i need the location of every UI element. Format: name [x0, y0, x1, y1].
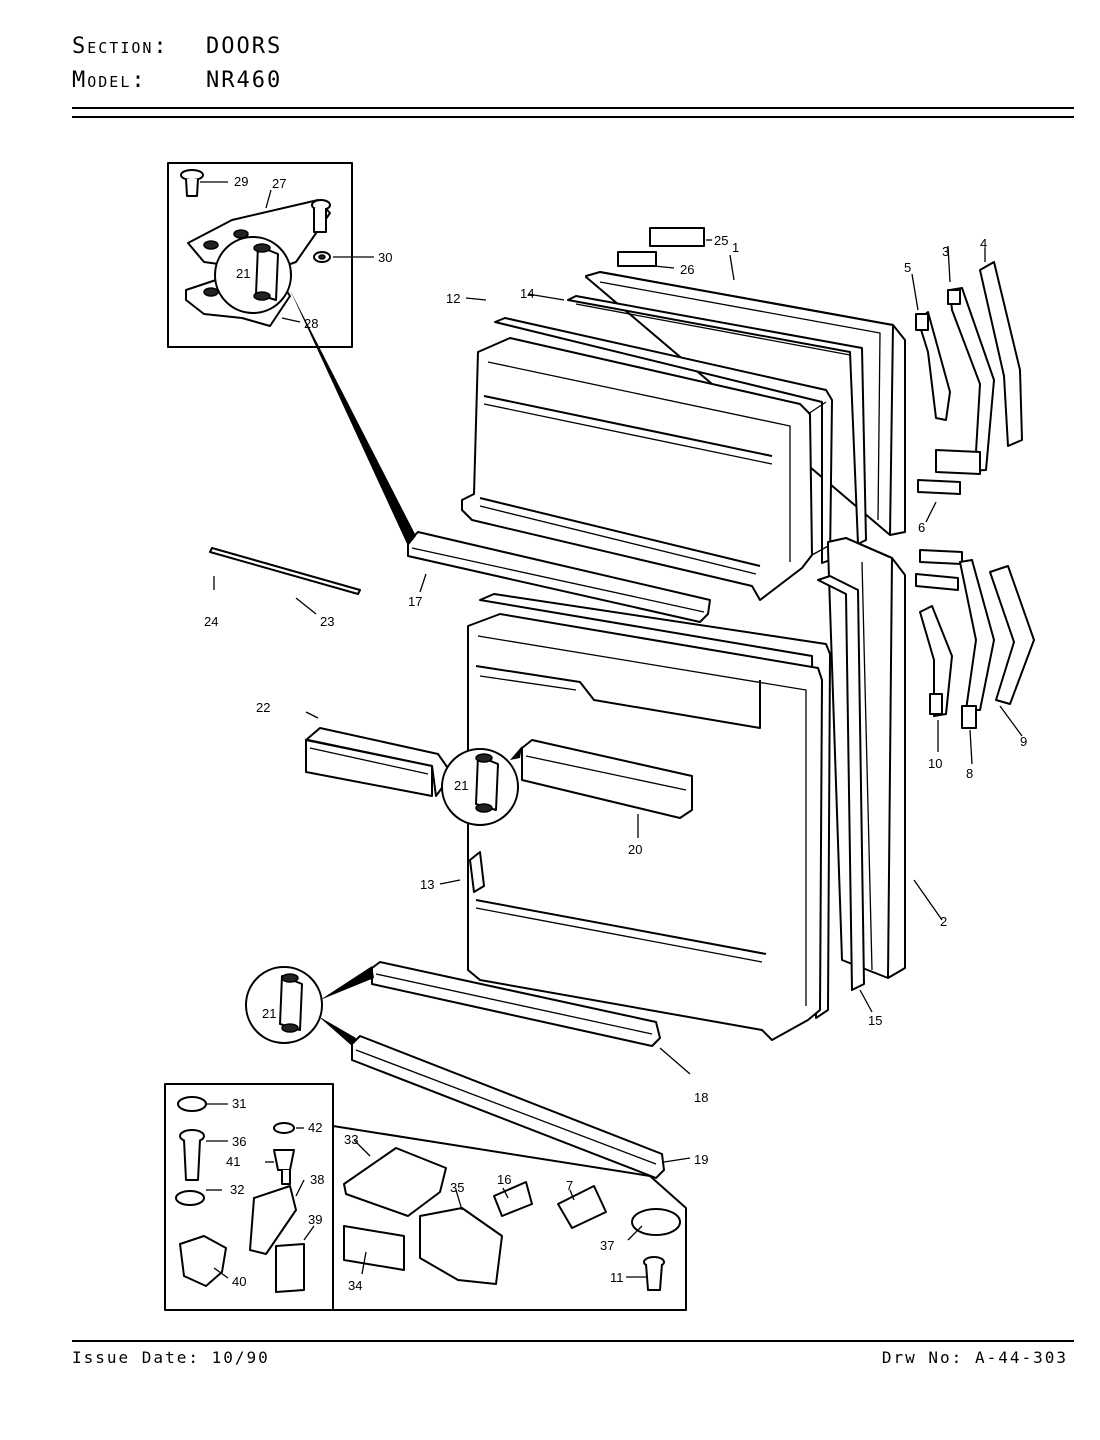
callout-29: 29	[234, 174, 248, 189]
screw-part-29	[180, 169, 204, 197]
plate-part-34	[343, 1225, 405, 1271]
screw-part-11	[643, 1256, 665, 1291]
callout-18: 18	[694, 1090, 708, 1105]
callout-24: 24	[204, 614, 218, 629]
freezer-door-liner-part-12	[461, 317, 833, 601]
fresh-food-door-outer-part-2	[827, 537, 906, 979]
callout-33: 33	[344, 1132, 358, 1147]
butter-compartment-part-22	[305, 727, 453, 797]
callout-10: 10	[928, 756, 942, 771]
cap-part-37	[631, 1208, 681, 1236]
callout-42: 42	[308, 1120, 322, 1135]
clip-part-16	[493, 1181, 533, 1217]
callout-4: 4	[980, 236, 987, 251]
callout-11: 11	[610, 1270, 624, 1285]
callout-13: 13	[420, 877, 434, 892]
callout-2: 2	[940, 914, 947, 929]
issue-date: Issue Date: 10/90	[72, 1348, 270, 1367]
leader-lines	[206, 239, 1023, 1279]
shelf-retainer-detail-lower	[245, 966, 374, 1046]
callout-8: 8	[966, 766, 973, 781]
callout-37: 37	[600, 1238, 614, 1253]
callout-12: 12	[446, 291, 460, 306]
shelf-rail-part-19	[351, 1035, 665, 1179]
shelf-retainer-detail-middle	[441, 746, 522, 826]
callouts: 1 2 3 4 5 6 7 8 9 10 11 12 13 14 15 16 1…	[204, 174, 1027, 1293]
callout-5: 5	[904, 260, 911, 275]
callout-1: 1	[732, 240, 739, 255]
handle-parts-8-9-10	[919, 559, 1035, 729]
callout-22: 22	[256, 700, 270, 715]
handle-parts-3-4-5	[915, 261, 1023, 473]
callout-15: 15	[868, 1013, 882, 1028]
callout-26: 26	[680, 262, 694, 277]
callout-38: 38	[310, 1172, 324, 1187]
hinge-pin-part-36	[179, 1129, 205, 1181]
washer-part-30	[313, 251, 331, 263]
hinge-plate-part-39	[275, 1243, 305, 1293]
door-shelf-part-20	[521, 739, 693, 819]
model-label: Model:	[72, 68, 147, 93]
callout-36: 36	[232, 1134, 246, 1149]
hinge-part-38	[249, 1185, 297, 1255]
shim-part-40	[179, 1235, 227, 1287]
callout-27: 27	[272, 176, 286, 191]
callout-20: 20	[628, 842, 642, 857]
section-label: Section:	[72, 34, 169, 59]
model-value: NR460	[206, 68, 283, 93]
lower-parts-inset	[332, 1125, 687, 1311]
shelf-rail-part-17	[407, 531, 711, 623]
callout-19: 19	[694, 1152, 708, 1167]
callout-41: 41	[226, 1154, 240, 1169]
hinge-bracket-part-35	[419, 1207, 503, 1285]
callout-25: 25	[714, 233, 728, 248]
badge-part-26	[617, 251, 657, 267]
callout-23: 23	[320, 614, 334, 629]
callout-17: 17	[408, 594, 422, 609]
washer-part-31	[177, 1096, 207, 1112]
drawing-number: Drw No: A-44-303	[881, 1348, 1068, 1367]
fresh-food-gasket-part-15	[817, 575, 865, 991]
callout-6: 6	[918, 520, 925, 535]
section-value: DOORS	[206, 34, 283, 59]
header-rule-top	[72, 107, 1074, 109]
callout-7: 7	[566, 1178, 573, 1193]
callout-39: 39	[308, 1212, 322, 1227]
callout-32: 32	[230, 1182, 244, 1197]
callout-28: 28	[304, 316, 318, 331]
model-line: Model: NR460	[72, 68, 280, 93]
callout-21-middle: 21	[454, 778, 468, 793]
freezer-gasket-part-14	[567, 295, 867, 545]
clip-part-7	[557, 1185, 607, 1229]
callout-9: 9	[1020, 734, 1027, 749]
washer-part-32	[175, 1190, 205, 1206]
callout-30: 30	[378, 250, 392, 265]
bracket-part-6	[915, 449, 981, 591]
hinge-pin-part-41-42	[273, 1122, 295, 1185]
header-rule-bottom	[72, 116, 1074, 118]
callout-34: 34	[348, 1278, 362, 1293]
section-line: Section: DOORS	[72, 34, 280, 59]
trim-strip-part-23	[209, 547, 361, 595]
callout-14: 14	[520, 286, 534, 301]
label-part-25	[649, 227, 705, 247]
shelf-retainer-detail-upper	[214, 236, 416, 546]
callout-40: 40	[232, 1274, 246, 1289]
callout-21-lower: 21	[262, 1006, 276, 1021]
callout-35: 35	[450, 1180, 464, 1195]
shelf-rail-part-18	[371, 961, 661, 1047]
fresh-food-door-liner-part-13	[467, 593, 831, 1041]
footer-rule	[72, 1340, 1074, 1342]
bracket-part-33	[343, 1147, 447, 1217]
callout-16: 16	[497, 1172, 511, 1187]
callout-21-upper: 21	[236, 266, 250, 281]
callout-3: 3	[942, 244, 949, 259]
callout-31: 31	[232, 1096, 246, 1111]
lower-hinge-inset	[164, 1083, 334, 1311]
